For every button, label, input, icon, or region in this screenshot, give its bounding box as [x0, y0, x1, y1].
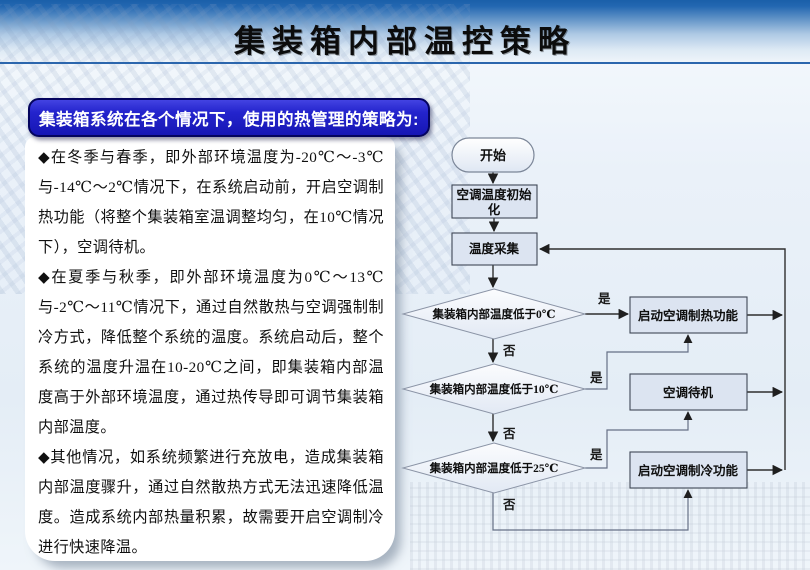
action-cool-label: 启动空调制冷功能 — [638, 463, 739, 478]
paragraph-summer-autumn: ◆在夏季与秋季，即外部环境温度为0℃～13℃与-2℃～11℃情况下，通过自然散热… — [38, 269, 384, 436]
edge-decision2-yes-to-heat — [585, 334, 693, 390]
section-header-bar: 集装箱系统在各个情况下，使用的热管理的策略为: — [28, 98, 430, 137]
paragraph-winter-spring: ◆在冬季与春季，即外部环境温度为-20℃～-3℃与-14℃～2℃情况下，在系统启… — [38, 149, 384, 256]
decision1-yes-label: 是 — [597, 292, 611, 306]
decision2-node — [401, 363, 587, 415]
section-header-text: 集装箱系统在各个情况下，使用的热管理的策略为: — [39, 110, 419, 129]
decision3-node — [401, 442, 587, 494]
action-heat-label: 启动空调制热功能 — [638, 308, 739, 323]
decision3-no-label: 否 — [502, 498, 516, 512]
flowchart: 开始 空调温度初始 化 温度采集 集装箱内部温度低于0℃ 集装箱内部温度低于10… — [401, 137, 786, 531]
action-cool-node — [629, 451, 748, 489]
decision1-no-label: 否 — [502, 344, 516, 358]
edge-loop-to-collect — [538, 243, 786, 470]
init-node-label-line1: 空调温度初始 — [456, 187, 532, 202]
edge-decision3-no-to-cool — [492, 489, 693, 531]
paragraph-other-cases: ◆其他情况，如系统频繁进行充放电，造成集装箱内部温度骤升，通过自然散热方式无法迅… — [38, 449, 384, 556]
action-heat-node — [629, 296, 748, 334]
decision2-label: 集装箱内部温度低于10℃ — [429, 382, 559, 396]
edge-decision3-yes-to-standby — [585, 411, 693, 469]
collect-node — [451, 232, 538, 266]
decision2-no-label: 否 — [502, 427, 516, 441]
init-node-label-line2: 化 — [488, 202, 501, 217]
action-standby-node — [629, 373, 748, 411]
header-background — [0, 0, 810, 62]
title-divider — [0, 62, 810, 64]
building-photo — [410, 482, 810, 570]
action-standby-label: 空调待机 — [663, 385, 714, 400]
decision3-label: 集装箱内部温度低于25℃ — [429, 461, 559, 475]
start-node — [451, 137, 535, 173]
collect-node-label: 温度采集 — [469, 241, 520, 256]
body-text-box: ◆在冬季与春季，即外部环境温度为-20℃～-3℃与-14℃～2℃情况下，在系统启… — [25, 137, 395, 561]
decision1-node — [401, 288, 587, 340]
start-node-label: 开始 — [480, 148, 506, 163]
init-node — [451, 184, 538, 219]
decision2-yes-label: 是 — [589, 371, 603, 385]
decision3-yes-label: 是 — [589, 448, 603, 462]
decision1-label: 集装箱内部温度低于0℃ — [431, 307, 555, 321]
page-title: 集装箱内部温控策略 — [234, 24, 576, 59]
